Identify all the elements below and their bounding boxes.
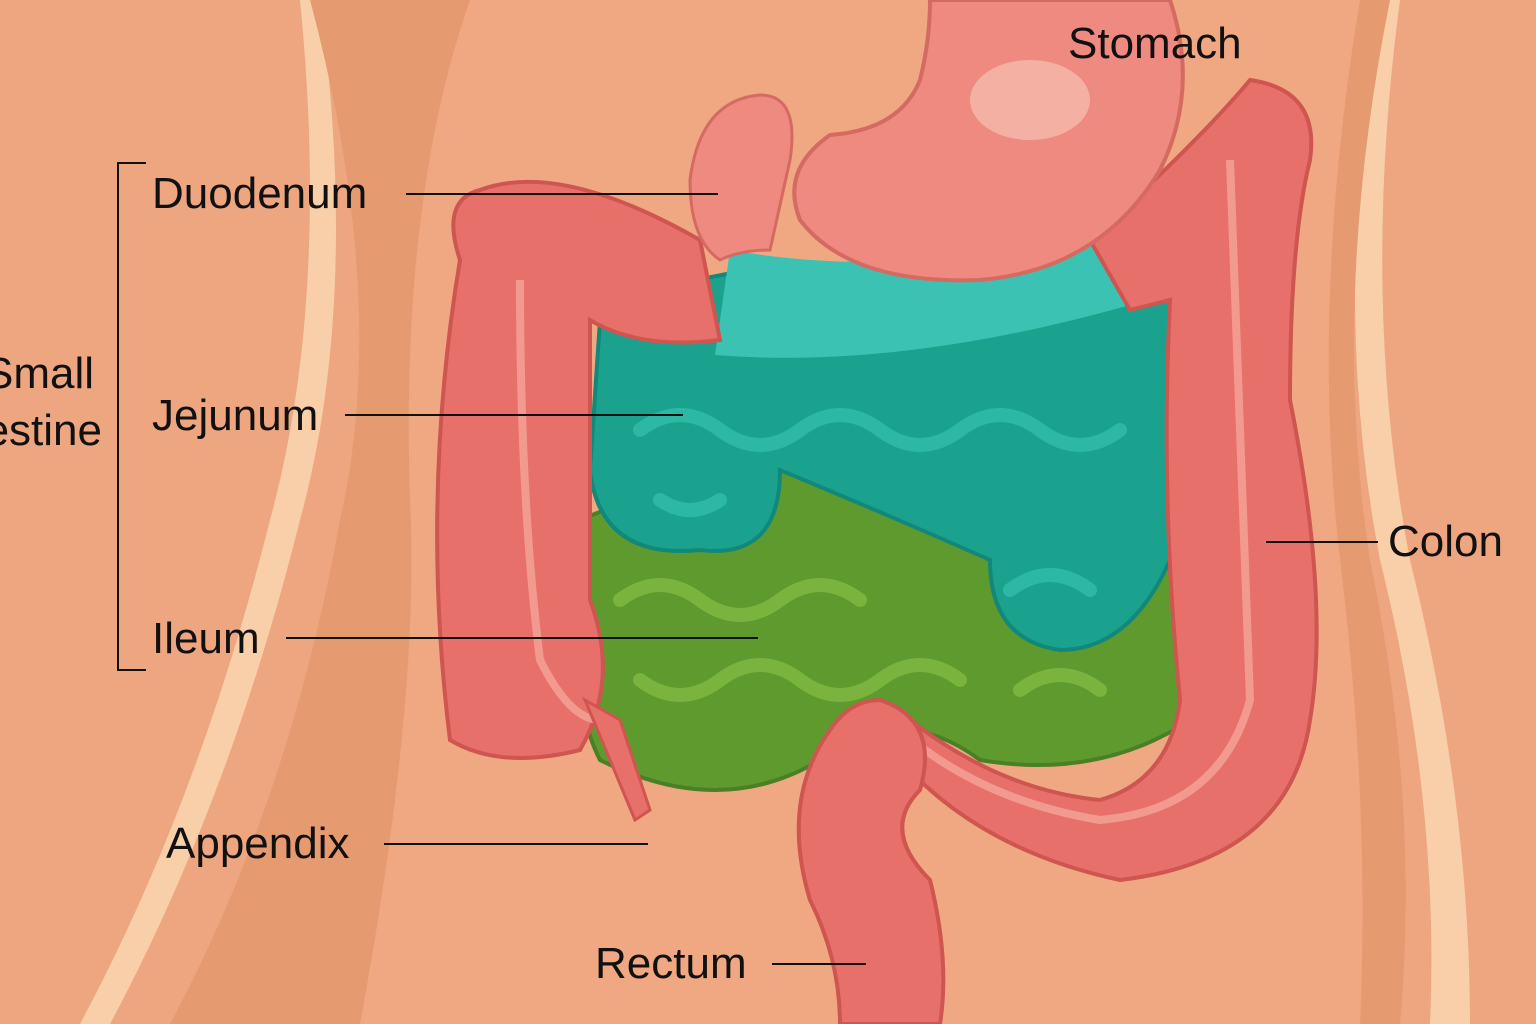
group-label-intestine: Intestine xyxy=(0,406,102,455)
label-jejunum: Jejunum xyxy=(152,391,319,440)
body-side-right-shadow xyxy=(1382,0,1536,1024)
colon-shape xyxy=(435,179,723,760)
label-ileum: Ileum xyxy=(152,614,260,663)
colon-right xyxy=(897,77,1319,883)
stomach-highlight xyxy=(970,60,1090,140)
label-colon: Colon xyxy=(1388,517,1503,566)
leader-appendix xyxy=(384,843,648,845)
label-appendix: Appendix xyxy=(166,819,350,868)
small-intestine-bracket xyxy=(117,162,146,671)
leader-rectum xyxy=(772,963,866,965)
leader-colon xyxy=(1266,541,1378,543)
label-stomach: Stomach xyxy=(1068,19,1242,68)
leader-jejunum xyxy=(345,414,683,416)
jejunum-folds xyxy=(633,408,1127,597)
leader-duodenum xyxy=(406,193,718,195)
colon-stripe xyxy=(516,159,1255,825)
ileum-folds xyxy=(613,578,1107,702)
body-side-left-shadow xyxy=(0,0,310,1024)
leader-ileum xyxy=(286,637,758,639)
stomach-shape xyxy=(792,0,1185,283)
group-label-small: Small xyxy=(0,349,94,398)
appendix-shape xyxy=(581,696,652,823)
duodenum-shape xyxy=(688,93,794,262)
label-duodenum: Duodenum xyxy=(152,169,368,218)
label-rectum: Rectum xyxy=(595,939,747,988)
